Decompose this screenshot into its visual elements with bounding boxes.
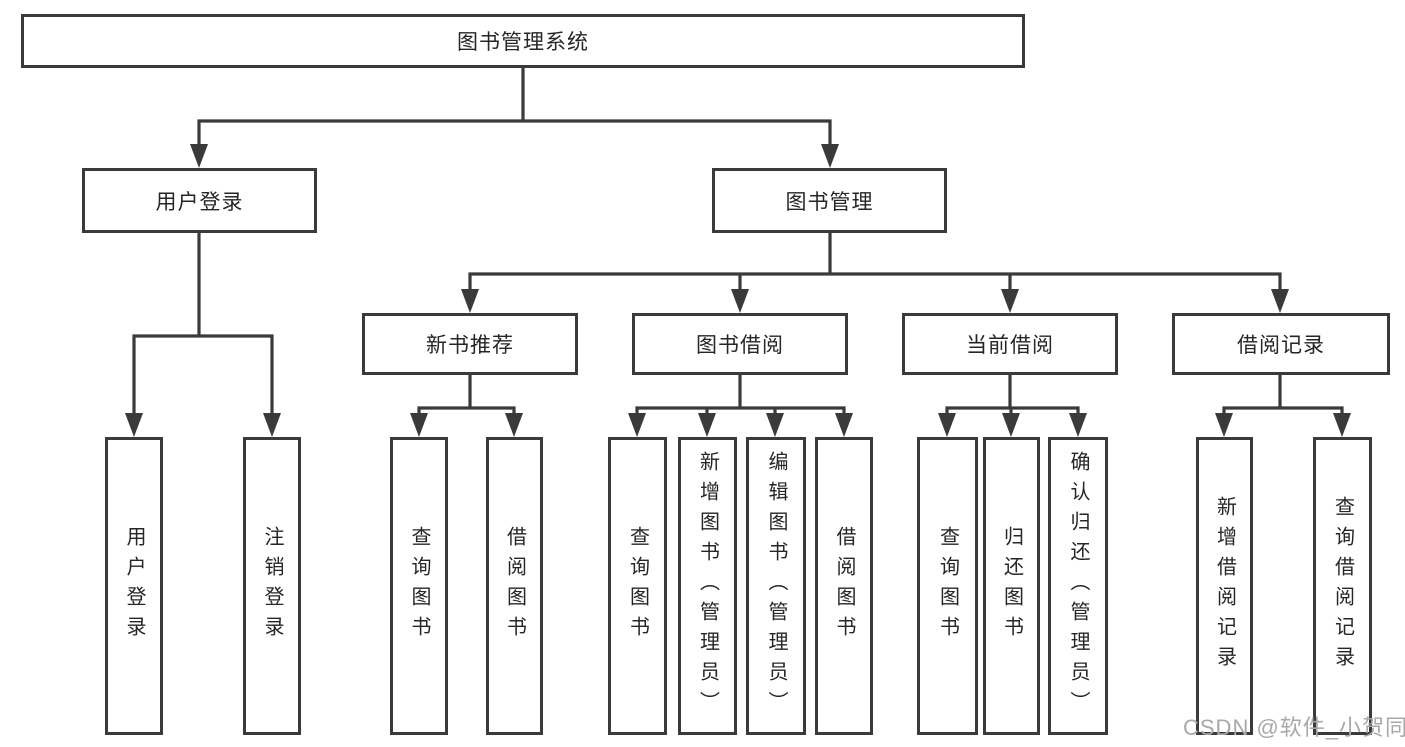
node-query-books-borrowing-label: 查询图书 [626,526,649,646]
node-root-label: 图书管理系统 [457,31,589,54]
node-return-books: 归还图书 [983,437,1040,735]
arrow-down-icon [461,289,479,313]
arrow-down-icon [1001,289,1019,313]
arrow-down-icon [1002,413,1020,437]
watermark: CSDN @软件_小贺同学 [1183,715,1405,740]
arrow-down-icon [698,413,716,437]
node-query-books-recommend-label: 查询图书 [408,526,430,646]
node-logout-leaf-label: 注销登录 [261,526,283,646]
arrow-down-icon [821,144,839,168]
node-user-login-leaf: 用户登录 [105,437,163,735]
node-book-borrowing: 图书借阅 [632,313,848,375]
node-book-borrowing-label: 图书借阅 [696,334,784,357]
node-user-login-branch: 用户登录 [82,168,317,233]
node-new-book-recommend: 新书推荐 [362,313,578,375]
node-confirm-return-admin: 确认归还（管理员） [1048,437,1108,735]
node-borrow-books-recommend-label: 借阅图书 [503,526,526,646]
arrow-down-icon [731,289,749,313]
node-query-books-recommend: 查询图书 [390,437,448,735]
arrow-down-icon [1069,413,1087,437]
arrow-down-icon [835,413,853,437]
node-borrowing-records-label: 借阅记录 [1237,334,1325,357]
node-confirm-return-admin-label: 确认归还（管理员） [1067,451,1089,721]
node-query-books-borrowing: 查询图书 [608,437,667,735]
arrow-down-icon [410,413,428,437]
arrow-down-icon [505,413,523,437]
arrow-down-icon [125,413,143,437]
node-new-book-recommend-label: 新书推荐 [426,334,514,357]
node-borrow-books-leaf: 借阅图书 [815,437,873,735]
arrow-down-icon [1215,413,1233,437]
node-add-borrow-record: 新增借阅记录 [1196,437,1253,735]
node-user-login-branch-label: 用户登录 [155,190,244,214]
node-edit-books-admin-label: 编辑图书（管理员） [765,451,787,721]
node-add-borrow-record-label: 新增借阅记录 [1213,496,1236,676]
arrow-down-icon [1333,413,1351,437]
node-add-books-admin-label: 新增图书（管理员） [696,451,719,721]
node-return-books-label: 归还图书 [1000,526,1023,646]
arrow-down-icon [190,144,208,168]
node-borrow-books-recommend: 借阅图书 [486,437,543,735]
node-borrowing-records: 借阅记录 [1172,313,1390,375]
node-query-books-current-label: 查询图书 [936,526,959,646]
node-add-books-admin: 新增图书（管理员） [678,437,737,735]
node-current-borrowing: 当前借阅 [902,313,1118,375]
node-query-borrow-record-label: 查询借阅记录 [1331,496,1354,676]
node-query-borrow-record: 查询借阅记录 [1313,437,1372,735]
arrow-down-icon [628,413,646,437]
node-edit-books-admin: 编辑图书（管理员） [746,437,806,735]
arrow-down-icon [766,413,784,437]
node-user-login-leaf-label: 用户登录 [123,526,145,646]
node-book-management: 图书管理 [712,168,947,233]
arrow-down-icon [938,413,956,437]
arrow-down-icon [263,413,281,437]
node-query-books-current: 查询图书 [917,437,978,735]
node-book-management-label: 图书管理 [785,190,874,214]
arrow-down-icon [1271,289,1289,313]
node-current-borrowing-label: 当前借阅 [966,334,1054,357]
node-borrow-books-leaf-label: 借阅图书 [833,526,855,646]
node-logout-leaf: 注销登录 [243,437,301,735]
node-root: 图书管理系统 [21,14,1025,68]
